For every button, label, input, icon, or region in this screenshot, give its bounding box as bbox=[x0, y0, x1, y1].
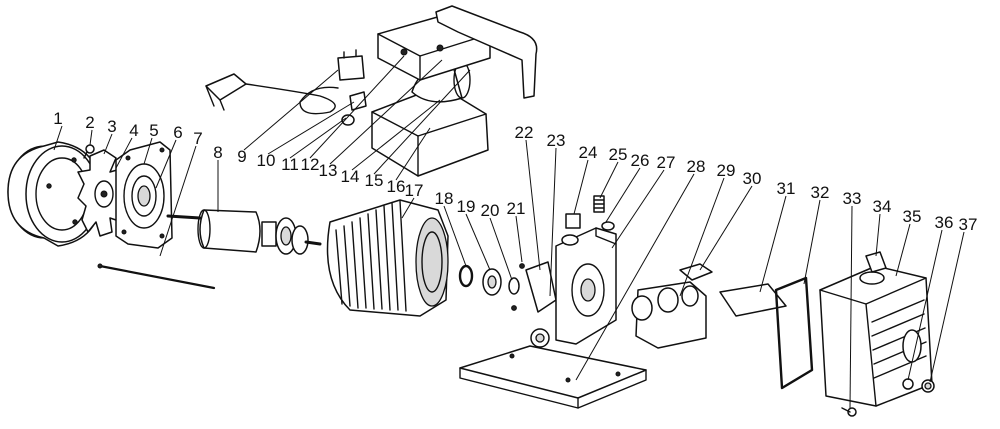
callout-17: 17 bbox=[405, 181, 424, 200]
callout-32: 32 bbox=[811, 183, 830, 202]
callout-4: 4 bbox=[129, 121, 138, 140]
callout-33: 33 bbox=[843, 189, 862, 208]
motor-flange bbox=[115, 141, 173, 249]
callout-15: 15 bbox=[365, 171, 384, 190]
callout-30: 30 bbox=[743, 169, 762, 188]
callout-31: 31 bbox=[777, 179, 796, 198]
callout-6: 6 bbox=[173, 123, 182, 142]
callout-25: 25 bbox=[609, 145, 628, 164]
tie-rod bbox=[97, 263, 216, 290]
callout-21: 21 bbox=[507, 199, 526, 218]
motor-rotor bbox=[166, 209, 322, 255]
leader-lines bbox=[53, 55, 965, 409]
switch-box bbox=[371, 61, 489, 177]
base-plate bbox=[459, 345, 647, 409]
callout-24: 24 bbox=[579, 143, 598, 162]
callout-5: 5 bbox=[149, 121, 158, 140]
callout-11: 11 bbox=[281, 155, 299, 174]
callout-12: 12 bbox=[301, 155, 320, 174]
callout-7: 7 bbox=[193, 129, 202, 148]
callout-10: 10 bbox=[257, 151, 276, 170]
callout-22: 22 bbox=[515, 123, 534, 142]
pump-cartridge bbox=[631, 263, 713, 349]
pump-body bbox=[555, 221, 617, 345]
callout-23: 23 bbox=[547, 131, 566, 150]
callout-3: 3 bbox=[107, 117, 116, 136]
top-fittings bbox=[565, 195, 605, 229]
drain-parts bbox=[841, 378, 935, 417]
callout-35: 35 bbox=[903, 207, 922, 226]
callout-26: 26 bbox=[631, 151, 650, 170]
callout-27: 27 bbox=[657, 153, 676, 172]
callout-34: 34 bbox=[873, 197, 892, 216]
gasket-sheet bbox=[719, 283, 787, 317]
callout-36: 36 bbox=[935, 213, 954, 232]
callout-29: 29 bbox=[717, 161, 736, 180]
callout-16: 16 bbox=[387, 177, 406, 196]
front-plate bbox=[525, 261, 557, 348]
callout-18: 18 bbox=[435, 189, 454, 208]
callout-14: 14 bbox=[341, 167, 360, 186]
terminal-blocks bbox=[341, 91, 367, 126]
callout-1: 1 bbox=[53, 109, 62, 128]
oring-frame bbox=[774, 276, 814, 390]
callout-13: 13 bbox=[319, 161, 338, 180]
callout-labels: 1 2 3 4 5 6 7 8 9 10 11 12 13 14 15 16 1… bbox=[53, 109, 977, 234]
callout-37: 37 bbox=[959, 215, 978, 234]
callout-20: 20 bbox=[481, 201, 500, 220]
callout-28: 28 bbox=[687, 157, 706, 176]
stator-housing bbox=[326, 199, 449, 317]
shaft-seals bbox=[458, 263, 525, 311]
callout-19: 19 bbox=[457, 197, 476, 216]
box-cover-handle bbox=[377, 5, 538, 99]
end-cap bbox=[7, 141, 103, 247]
oil-reservoir bbox=[819, 251, 933, 407]
callout-2: 2 bbox=[85, 113, 94, 132]
callout-8: 8 bbox=[213, 143, 222, 162]
callout-9: 9 bbox=[237, 147, 246, 166]
power-cord bbox=[205, 49, 365, 115]
